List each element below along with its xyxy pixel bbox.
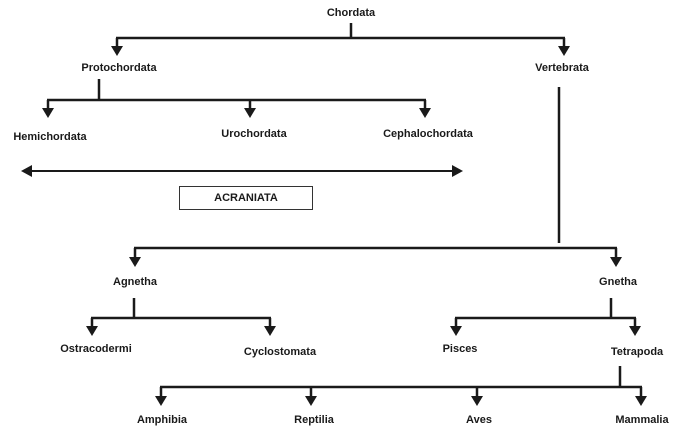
arrowhead-agnetha [129, 257, 141, 267]
arrowhead-tetrapoda [629, 326, 641, 336]
arrowhead-cephalochordata [419, 108, 431, 118]
node-chordata: Chordata [326, 7, 376, 19]
node-protochordata: Protochordata [81, 62, 157, 74]
node-mammalia: Mammalia [615, 414, 669, 426]
acraniata-label-box: ACRANIATA [179, 186, 313, 210]
arrowhead-protochordata [111, 46, 123, 56]
arrowhead-gnetha [610, 257, 622, 267]
arrowhead-acraniata-left [21, 165, 32, 177]
arrowhead-acraniata-right [452, 165, 463, 177]
node-tetrapoda: Tetrapoda [610, 346, 664, 358]
arrowhead-amphibia [155, 396, 167, 406]
arrowhead-cyclostomata [264, 326, 276, 336]
node-aves: Aves [466, 414, 492, 426]
arrowhead-urochordata [244, 108, 256, 118]
node-reptilia: Reptilia [294, 414, 334, 426]
acraniata-label: ACRANIATA [214, 192, 278, 204]
node-gnetha: Gnetha [599, 276, 637, 288]
arrowhead-vertebrata [558, 46, 570, 56]
arrowhead-mammalia [635, 396, 647, 406]
arrowhead-reptilia [305, 396, 317, 406]
arrowhead-hemichordata [42, 108, 54, 118]
node-ostracodermi: Ostracodermi [60, 343, 132, 355]
node-agnetha: Agnetha [113, 276, 157, 288]
node-cephalochordata: Cephalochordata [383, 128, 473, 140]
arrowhead-ostracodermi [86, 326, 98, 336]
node-urochordata: Urochordata [221, 128, 287, 140]
arrowhead-pisces [450, 326, 462, 336]
node-pisces: Pisces [442, 343, 478, 355]
node-vertebrata: Vertebrata [535, 62, 589, 74]
node-amphibia: Amphibia [136, 414, 188, 426]
node-cyclostomata: Cyclostomata [243, 346, 317, 358]
arrowhead-aves [471, 396, 483, 406]
node-hemichordata: Hemichordata [13, 131, 87, 143]
